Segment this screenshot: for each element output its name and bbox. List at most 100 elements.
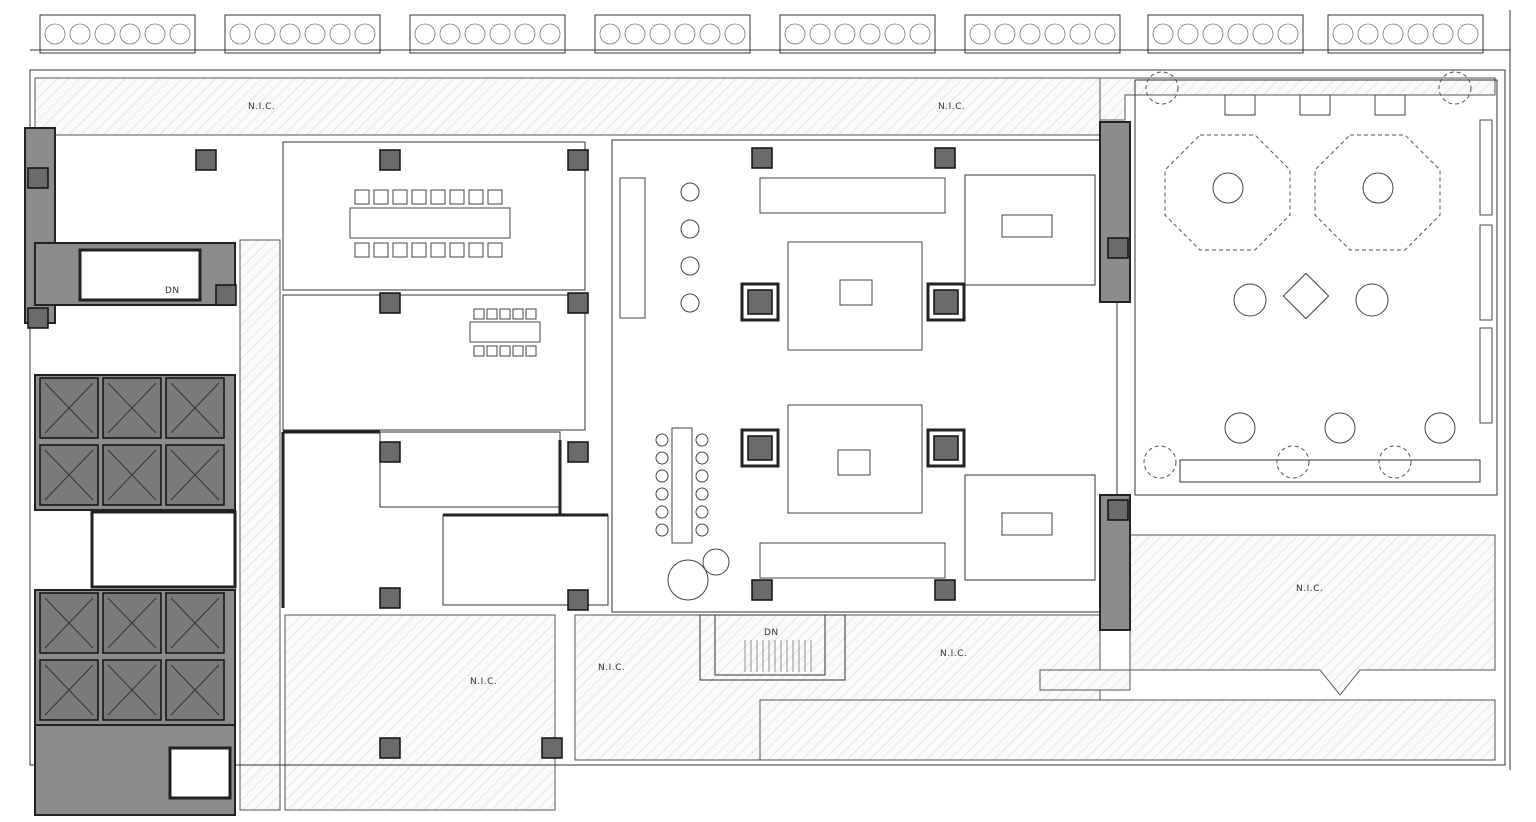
chair — [430, 242, 446, 258]
column — [751, 579, 773, 601]
planter-box — [779, 14, 936, 54]
center-square-table — [1282, 272, 1330, 320]
planter-shrub — [464, 23, 486, 45]
nic-zone-bottom-center — [284, 614, 556, 811]
chair — [655, 523, 669, 537]
planter-shrub — [254, 23, 276, 45]
chair — [449, 189, 465, 205]
planter-shrub — [1332, 23, 1354, 45]
terrace-tables — [1143, 71, 1472, 479]
planter-shrub — [859, 23, 881, 45]
planter-shrub — [699, 23, 721, 45]
elevator-cross — [44, 449, 94, 501]
terrace-planter-bar-top — [1479, 119, 1493, 216]
chair — [655, 451, 669, 465]
planter-shrub — [674, 23, 696, 45]
planter-shrub — [884, 23, 906, 45]
planter-shrub — [414, 23, 436, 45]
column — [934, 147, 956, 169]
umbrella — [1276, 445, 1310, 479]
chair — [486, 308, 498, 320]
chair — [499, 308, 511, 320]
chair — [512, 345, 524, 357]
chair — [695, 505, 709, 519]
planter-strip — [39, 14, 1484, 54]
chair — [354, 189, 370, 205]
planter-shrub — [1152, 23, 1174, 45]
armchair — [680, 219, 700, 239]
armchair — [680, 293, 700, 313]
elevator-cross — [170, 664, 220, 716]
dining-terrace — [1134, 79, 1498, 496]
terrace-furniture — [1143, 71, 1493, 483]
nic-zones — [34, 77, 1496, 811]
nic-labels: N.I.C. N.I.C. N.I.C. N.I.C. N.I.C. N.I.C… — [248, 102, 1323, 687]
planter-shrub — [1407, 23, 1429, 45]
conference-table — [349, 189, 511, 258]
small-meeting-room-top — [964, 174, 1096, 286]
kitchen-partition — [281, 430, 608, 608]
planter-shrub — [994, 23, 1016, 45]
terrace-planter-bar-mid — [1479, 224, 1493, 321]
coffee-table-bottom — [837, 449, 871, 476]
square-table — [1374, 94, 1406, 116]
planter-box — [1327, 14, 1484, 54]
column — [379, 737, 401, 759]
column — [379, 149, 401, 171]
planter-shrub — [169, 23, 191, 45]
bench-left — [619, 177, 646, 319]
lounge-seating-area-bottom — [787, 404, 923, 514]
small-meeting-room-bottom — [964, 474, 1096, 581]
chair — [655, 469, 669, 483]
column — [195, 149, 217, 171]
round-table-lounge-a — [667, 559, 709, 601]
lounge-furniture — [619, 177, 1053, 601]
column — [379, 587, 401, 609]
planter-shrub — [44, 23, 66, 45]
planter-shrub — [119, 23, 141, 45]
umbrella — [1378, 445, 1412, 479]
round-table — [1324, 412, 1356, 444]
armchair — [680, 182, 700, 202]
planter-shrub — [1357, 23, 1379, 45]
chair — [695, 469, 709, 483]
pantry-table — [469, 308, 541, 357]
planter-shrub — [69, 23, 91, 45]
round-table-terrace-left — [1233, 283, 1267, 317]
planter-shrub — [514, 23, 536, 45]
column — [1107, 499, 1129, 521]
chair — [468, 189, 484, 205]
elevator-lobby — [90, 510, 237, 589]
umbrella — [1143, 445, 1177, 479]
nic-label-bottom-center: N.I.C. — [598, 663, 625, 673]
planter-box — [1147, 14, 1304, 54]
planter-shrub — [1202, 23, 1224, 45]
chair — [487, 242, 503, 258]
lounge-room — [611, 139, 1118, 613]
planter-box — [594, 14, 751, 54]
lower-stair: DN — [714, 614, 826, 676]
meeting-table-bottom — [1001, 512, 1053, 536]
elevator-cross — [107, 664, 157, 716]
planter-shrub — [1069, 23, 1091, 45]
interior-walls — [281, 79, 1498, 681]
column — [379, 292, 401, 314]
left-core: DN — [24, 127, 237, 816]
planter-shrub — [724, 23, 746, 45]
column — [567, 292, 589, 314]
planter-shrub — [539, 23, 561, 45]
pantry-chairs — [473, 308, 537, 357]
lower-stair-treads — [744, 640, 812, 672]
chair — [411, 189, 427, 205]
banquette-bottom — [759, 542, 946, 579]
planter-shrub — [94, 23, 116, 45]
planter-shrub — [784, 23, 806, 45]
lounge-chairs — [655, 182, 709, 537]
planter-shrub — [1177, 23, 1199, 45]
elevator-cross — [107, 597, 157, 649]
planter-shrub — [1019, 23, 1041, 45]
chair — [525, 345, 537, 357]
nic-label-top-left: N.I.C. — [248, 102, 275, 112]
lounge-pillars — [740, 282, 966, 468]
planter-shrub — [1252, 23, 1274, 45]
